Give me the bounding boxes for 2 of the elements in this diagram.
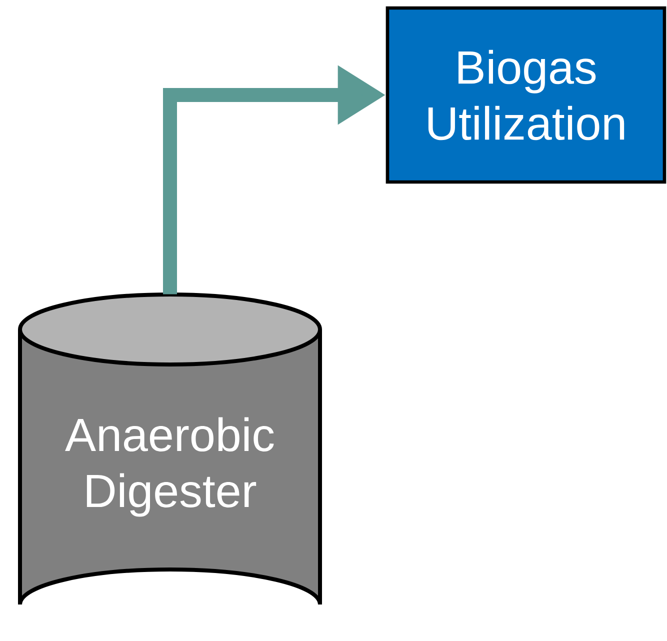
process-box: Biogas Utilization [386,6,666,184]
digester-cylinder: Anaerobic Digester [18,292,322,606]
